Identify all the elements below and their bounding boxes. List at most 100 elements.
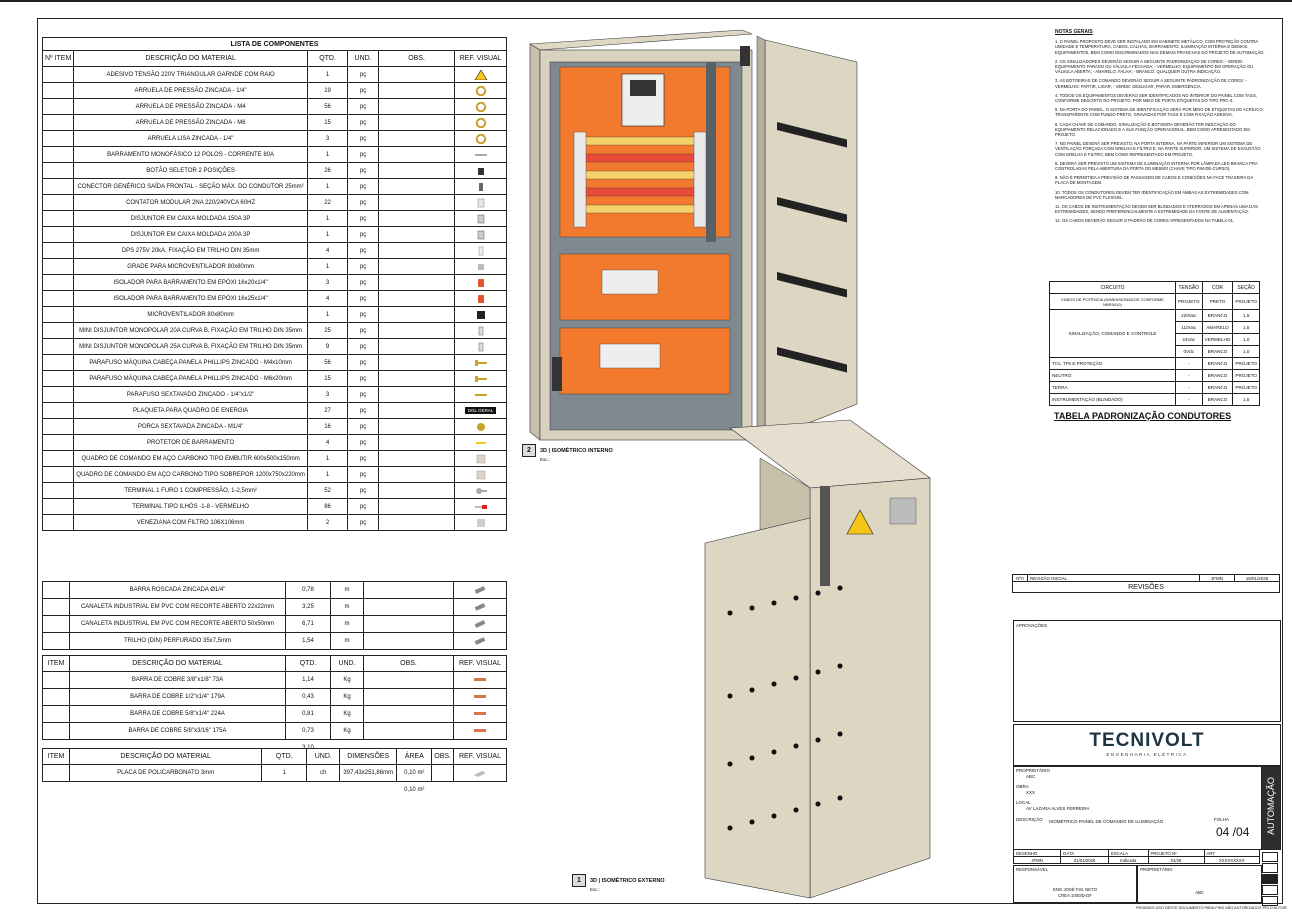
item-unit: pç bbox=[347, 82, 379, 99]
note-item: 1. O PAINEL PROPOSTO DEVE SER INSTALADO … bbox=[1055, 39, 1265, 55]
view-number: 1 bbox=[572, 874, 586, 887]
lug-icon bbox=[454, 482, 507, 499]
item-qty: 1 bbox=[306, 66, 349, 83]
drawing-frame bbox=[37, 18, 1283, 904]
enclosure-icon bbox=[454, 450, 507, 467]
item-description: CANALETA INDUSTRIAL EM PVC COM RECORTE A… bbox=[69, 615, 286, 633]
screw-icon bbox=[454, 370, 507, 387]
table-row: CANALETA INDUSTRIAL EM PVC COM RECORTE A… bbox=[42, 615, 507, 633]
meta-table: DESENHO DATA ESCALA PROJETO Nº ART JFMN … bbox=[1012, 849, 1261, 864]
table-row: CABOS DE POTÊNCIA (DIMENSIONADOS CONFORM… bbox=[1049, 293, 1260, 310]
nut-icon bbox=[454, 418, 507, 435]
item-description: CONTATOR MODULAR 2NA 220/240VCA 60HZ bbox=[73, 194, 308, 211]
grille-icon bbox=[454, 258, 507, 275]
note-item: 11. OS CABOS DE INSTRUMENTAÇÃO DEVEM SER… bbox=[1055, 204, 1258, 215]
item-description: GRADE PARA MICROVENTILADOR 80x80mm bbox=[73, 258, 308, 275]
item-unit: pç bbox=[347, 514, 379, 531]
item-description: PORCA SEXTAVADA ZINCADA - M1/4" bbox=[73, 418, 308, 435]
item-qty: 1 bbox=[306, 466, 349, 483]
owner-signature-box: PROPRIETÁRIO ABC bbox=[1137, 865, 1262, 903]
fan-icon bbox=[454, 306, 507, 323]
discipline-label: AUTOMAÇÃO bbox=[1266, 777, 1276, 835]
item-unit: pç bbox=[347, 258, 379, 275]
item-unit: pç bbox=[347, 418, 379, 435]
table-header: CIRCUITO bbox=[1049, 281, 1176, 294]
table-header: SEÇÃO bbox=[1232, 281, 1260, 294]
item-description: ARRUELA DE PRESSÃO ZINCADA - M6 bbox=[73, 114, 308, 131]
item-unit: pç bbox=[347, 98, 379, 115]
table-header: QTD. bbox=[261, 748, 308, 765]
table-row: MINI DISJUNTOR MONOPOLAR 25A CURVA B, FI… bbox=[41, 338, 507, 355]
internal-isometric-drawing bbox=[529, 29, 858, 441]
note-item: 6. CADA CHAVE DE COMANDO, SINALIZAÇÃO E … bbox=[1055, 121, 1250, 138]
item-description: PARAFUSO SEXTAVADO ZINCADO - 1/4"x1/2" bbox=[73, 386, 308, 403]
busbar-icon bbox=[454, 146, 507, 163]
table-row: ISOLADOR PARA BARRAMENTO EM EPÓXI 16x25x… bbox=[41, 290, 507, 307]
item-description: PARAFUSO MÁQUINA CABEÇA PANELA PHILLIPS … bbox=[73, 370, 308, 387]
breaker-icon bbox=[454, 226, 507, 243]
notes-list: 1. O PAINEL PROPOSTO DEVE SER INSTALADO … bbox=[1055, 39, 1265, 223]
company-logo: TECNIVOLT bbox=[1089, 730, 1205, 751]
info-box: PROPRIETÁRIO ABC OBRA XXX LOCAL AV LAZAR… bbox=[1013, 766, 1262, 850]
item-unit: pç bbox=[347, 322, 379, 339]
hex-screw-icon bbox=[454, 386, 507, 403]
paper-size-boxes bbox=[1262, 852, 1278, 906]
item-qty: 16 bbox=[306, 418, 349, 435]
item-description: PARAFUSO MÁQUINA CABEÇA PANELA PHILLIPS … bbox=[73, 354, 308, 371]
table-row: DPS 275V 20kA, FIXAÇÃO EM TRILHO DIN 35m… bbox=[41, 242, 507, 259]
item-description: ARRUELA DE PRESSÃO ZINCADA - 1/4" bbox=[73, 82, 308, 99]
warning-sticker-icon bbox=[454, 66, 507, 83]
item-qty: 26 bbox=[306, 162, 349, 179]
protector-icon bbox=[454, 434, 507, 451]
table-header: DESCRIÇÃO DO MATERIAL bbox=[69, 655, 286, 672]
item-unit: pç bbox=[347, 162, 379, 179]
table-header: OBS. bbox=[363, 655, 454, 672]
item-unit: pç bbox=[347, 354, 379, 371]
item-description: TRILHO (DIN) PERFURADO 35x7,5mm bbox=[69, 632, 286, 650]
table-header: ITEM bbox=[42, 748, 70, 765]
note-item: 2. OS SINALIZADORES DEVERÃO SEGUIR A SEG… bbox=[1055, 58, 1254, 75]
group-label: SINALIZAÇÃO, COMANDO E CONTROLE bbox=[1049, 309, 1176, 358]
table-header: UND. bbox=[347, 50, 379, 67]
item-description: PLAQUETA PARA QUADRO DE ENERGIA bbox=[73, 402, 308, 419]
item-unit: pç bbox=[347, 194, 379, 211]
table-header: OBS. bbox=[377, 50, 456, 67]
table-row: PARAFUSO MÁQUINA CABEÇA PANELA PHILLIPS … bbox=[41, 370, 507, 387]
washer-icon bbox=[454, 98, 507, 115]
item-qty: 19 bbox=[306, 82, 349, 99]
table-row: QUADRO DE COMANDO EM AÇO CARBONO TIPO SO… bbox=[41, 466, 507, 483]
item-description: DPS 275V 20kA, FIXAÇÃO EM TRILHO DIN 35m… bbox=[73, 242, 308, 259]
copper-bar-icon bbox=[453, 688, 507, 706]
conductors-caption: TABELA PADRONIZAÇÃO CONDUTORES bbox=[1054, 411, 1232, 421]
table-header: ÁREA bbox=[396, 748, 433, 765]
item-unit: pç bbox=[347, 210, 379, 227]
table-header: DESCRIÇÃO DO MATERIAL bbox=[73, 50, 308, 67]
mini-breaker-icon bbox=[454, 338, 507, 355]
channel-icon bbox=[453, 632, 507, 650]
item-qty: 1 bbox=[306, 306, 349, 323]
item-description: ARRUELA DE PRESSÃO ZINCADA - M4 bbox=[73, 98, 308, 115]
contactor-icon bbox=[454, 194, 507, 211]
item-unit: pç bbox=[347, 498, 379, 515]
connector-icon bbox=[454, 178, 507, 195]
